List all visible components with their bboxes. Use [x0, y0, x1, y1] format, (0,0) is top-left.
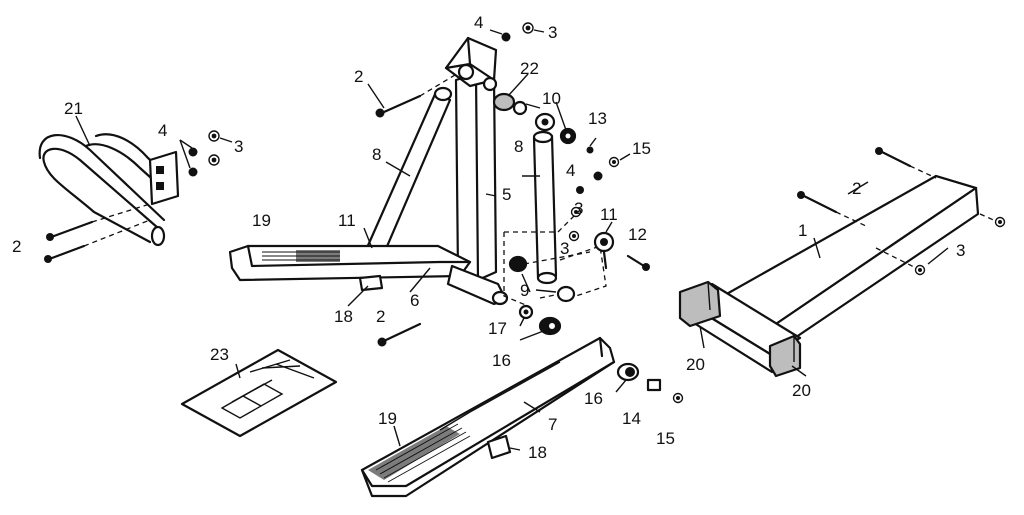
leader-lines — [75, 73, 949, 451]
part-2-bolt-lower — [377, 322, 422, 347]
label-3-e: 3 — [956, 241, 965, 260]
label-23: 23 — [210, 345, 229, 364]
part-2-bolt-base — [797, 147, 999, 269]
part-7-right-lever — [360, 336, 616, 498]
part-14-15-16-fasteners — [616, 362, 684, 404]
part-10-22-collars — [492, 92, 577, 145]
part-16-17-bushings — [518, 304, 562, 336]
part-11-12-eyebolt — [593, 231, 650, 271]
label-15-b: 15 — [656, 429, 675, 448]
label-4-c: 4 — [566, 161, 575, 180]
label-13: 13 — [588, 109, 607, 128]
label-18-b: 18 — [528, 443, 547, 462]
label-1: 1 — [798, 221, 807, 240]
part-8-rod-right — [532, 112, 558, 285]
part-9-sleeves — [508, 255, 576, 303]
part-labels: 21 4 3 2 2 8 19 11 6 18 2 23 4 3 22 10 1… — [12, 13, 965, 462]
label-5: 5 — [502, 185, 511, 204]
part-13-15-fasteners — [586, 137, 631, 168]
label-19-b: 19 — [378, 409, 397, 428]
label-20-a: 20 — [686, 355, 705, 374]
part-3-nuts-base — [914, 216, 1006, 276]
part-1-base — [678, 174, 980, 378]
label-18-a: 18 — [334, 307, 353, 326]
label-4-b: 4 — [474, 13, 483, 32]
label-2-d: 2 — [852, 179, 861, 198]
label-22: 22 — [520, 59, 539, 78]
label-8-a: 8 — [372, 145, 381, 164]
label-11-a: 11 — [338, 211, 356, 230]
label-3-b: 3 — [548, 23, 557, 42]
label-2-c: 2 — [376, 307, 385, 326]
label-8-b: 8 — [514, 137, 523, 156]
label-7: 7 — [548, 415, 557, 434]
label-4-a: 4 — [158, 121, 167, 140]
label-10: 10 — [542, 89, 561, 108]
label-3-d: 3 — [560, 239, 569, 258]
label-2-a: 2 — [12, 237, 21, 256]
label-11-b: 11 — [600, 205, 618, 224]
part-21-u-handle — [38, 133, 180, 247]
label-16-a: 16 — [492, 351, 511, 370]
part-2-bolt-top — [375, 71, 461, 118]
part-23-manual — [180, 348, 338, 438]
label-9: 9 — [520, 281, 529, 300]
label-16-b: 16 — [584, 389, 603, 408]
label-6: 6 — [410, 291, 419, 310]
label-12: 12 — [628, 225, 647, 244]
part-2-bolts-left — [44, 203, 151, 263]
label-14: 14 — [622, 409, 641, 428]
label-3-c: 3 — [574, 199, 583, 218]
label-19-a: 19 — [252, 211, 271, 230]
label-3-a: 3 — [234, 137, 243, 156]
assembly-guides — [503, 209, 607, 307]
label-2-b: 2 — [354, 67, 363, 86]
part-3-4-nuts-mid — [568, 171, 603, 242]
label-20-b: 20 — [792, 381, 811, 400]
label-21: 21 — [64, 99, 83, 118]
part-3-4-nuts-bracket — [179, 130, 233, 177]
label-17: 17 — [488, 319, 507, 338]
part-6-left-lever — [228, 244, 509, 306]
label-15-a: 15 — [632, 139, 651, 158]
part-5-upright-post — [444, 36, 498, 282]
part-3-4-nuts-top — [489, 22, 545, 42]
